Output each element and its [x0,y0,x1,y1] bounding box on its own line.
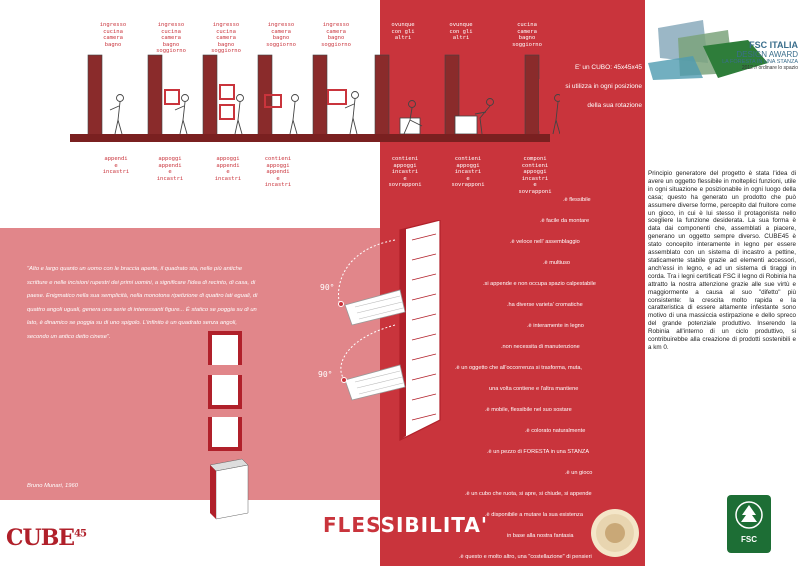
fsc-label: FSC [741,535,757,544]
top-caption-2: ingresso cucina camera bagno soggiorno [156,22,186,54]
bottom-caption-1: appendi e incastri [102,156,130,175]
bottom-caption-4: contieni appoggi appendi e incastri [264,156,292,188]
feature-item: .è disponibile a mutare la sua esistenza [485,512,583,518]
rack-illustration [338,220,441,441]
bottom-caption-2: appoggi appendi e incastri [156,156,184,182]
feature-item: .è questo e molto altro, una "costellazi… [459,554,592,560]
feature-item: .è un oggetto che all'occorrenza si tras… [455,365,582,371]
cube-info-line3: della sua rotazione [587,102,642,109]
quote-author: Bruno Munari, 1960 [27,483,78,489]
usage-illustration [87,54,560,136]
top-caption-7: ovunque con gli altri [449,22,473,41]
munari-quote: "Alto e largo quanto un uomo con le brac… [27,266,258,340]
stacked-cubes-illustration [208,331,249,520]
cube-info-line2: si utilizza in ogni posizione [565,83,642,90]
top-caption-4: ingresso camera bagno soggiorno [266,22,296,48]
feature-item: .è un cubo che ruota, si apre, si chiude… [465,491,592,497]
bottom-caption-3: appoggi appendi e incastri [214,156,242,182]
top-caption-8: cucina camera bagno soggiorno [512,22,542,48]
right-text-panel [645,0,800,566]
award-logo-graphic [648,20,768,80]
bottom-caption-6: contieni appoggi incastri e sovrapponi [451,156,485,188]
award-line3: LA FORESTA IN UNA STANZA [722,59,798,65]
cube-info-line1: E' un CUBO: 45x45x45 [575,64,642,71]
bottom-caption-5: contieni appoggi incastri e sovrapponi [388,156,422,188]
page-title: FLESSIBILITA' [323,513,488,537]
bottom-caption-7: componi contieni appoggi incastri e sovr… [518,156,552,195]
top-caption-3: ingresso cucina camera bagno soggiorno [211,22,241,54]
feature-item: .è facile da montare [540,218,590,224]
feature-item: .è interamente in legno [527,323,584,329]
wall-shelf [70,134,550,142]
feature-item: .non necessita di manutenzione [501,344,580,350]
top-caption-5: ingresso camera bagno soggiorno [321,22,351,48]
cube-info: E' un CUBO: 45x45x45 si utilizza in ogni… [560,58,642,115]
project-description: Principio generatore del progetto è stat… [648,170,796,351]
feature-item: .si appende e non occupa spazio calpesta… [483,281,596,287]
cup-illustration [591,509,639,557]
angle-label-2: 90° [318,370,333,379]
award-line4: 2012 // ordinare lo spazio [741,65,798,71]
feature-item: .ha diverse varieta' cromatiche [507,302,583,308]
top-caption-1: ingresso cucina camera bagno [99,22,127,48]
award-line2: DESIGN AWARD [736,50,798,59]
top-caption-6: ovunque con gli altri [391,22,415,41]
title-part-2: SIBILITA' [380,513,488,537]
feature-item: .è multiuso [543,260,571,266]
angle-label-1: 90° [320,283,335,292]
feature-item: .è mobile, flessibile nel suo sostare [485,407,572,413]
bottom-white-strip [0,500,380,566]
fsc-tree-icon [735,501,763,529]
cube45-logo: CUBE45 [6,525,87,551]
logo-name: CUBE [6,525,75,551]
feature-item: in base alla nostra fantasia [507,533,574,539]
fsc-logo: FSC [727,495,771,553]
feature-item: .è un gioco [565,470,593,476]
feature-item: .è flessibile [563,197,591,203]
logo-number: 45 [74,528,87,540]
feature-item: .è colorato naturalmente [525,428,586,434]
feature-item: .è veloce nell' assemblaggio [510,239,580,245]
award-text: FSC ITALIA DESIGN AWARD LA FORESTA IN UN… [718,40,798,71]
title-part-1: FLES [323,513,381,537]
feature-item: .è un pezzo di FORESTA in una STANZA [487,449,590,455]
award-line1: FSC ITALIA [749,40,798,50]
feature-item: una volta contiene e l'altra mantiene [489,386,579,392]
